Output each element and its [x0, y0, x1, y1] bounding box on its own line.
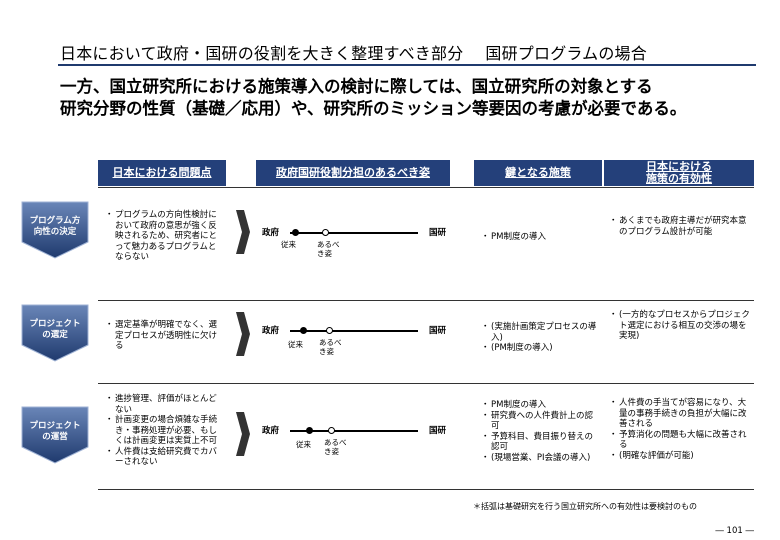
header-ideal: 政府国研役割分担のあるべき姿	[256, 160, 450, 186]
divider-bottom	[98, 489, 754, 490]
list-item: 選定基準が明確でなく、選定プロセスが透明性に欠ける	[105, 320, 224, 352]
row-label-project-selection: プロジェクトの選定	[20, 303, 90, 363]
header-key: 鍵となる施策	[474, 160, 602, 186]
list-item: (実施計画策定プロセスの導入)	[481, 322, 600, 343]
ideal-point	[322, 229, 329, 236]
current-point	[292, 229, 299, 236]
cap-current: 従来	[281, 240, 296, 249]
role-axis	[290, 330, 418, 332]
row3-effect: 人件費の手当てが容易になり、大量の事務手続きの負担が大幅に改善される 予算消化の…	[609, 398, 752, 462]
list-item: 予算科目、費目振り替えの認可	[481, 432, 600, 453]
list-item: PM制度の導入	[481, 400, 600, 411]
divider-1	[98, 300, 754, 301]
cap-current: 従来	[288, 340, 303, 349]
role-axis	[290, 430, 418, 432]
list-item: 予算消化の問題も大幅に改善される	[609, 430, 752, 451]
row1-problems: プログラムの方向性検討において政府の意思が強く反映されるため、研究者にとって魅力…	[105, 210, 224, 263]
list-item: (現場営業、PI会議の導入)	[481, 453, 600, 464]
row3-problems: 進捗管理、評価がほとんどない 計画変更の場合煩雑な手続き・事務処理が必要、もしく…	[105, 394, 224, 468]
header-problems: 日本における問題点	[98, 160, 226, 186]
row2-role-line: 政府 国研 従来 あるべき姿	[262, 326, 446, 356]
row1-role-line: 政府 国研 従来 あるべき姿	[262, 228, 446, 258]
page-title: 日本において政府・国研の役割を大きく整理すべき部分 国研プログラムの場合	[60, 40, 647, 64]
arrow-right-icon	[236, 312, 250, 356]
list-item: あくまでも政府主導だが研究本意のプログラム設計が可能	[609, 216, 752, 237]
row2-effect: (一方的なプロセスからプロジェクト選定における相互の交渉の場を実現)	[609, 310, 752, 342]
arrow-right-icon	[236, 412, 250, 456]
lead-text: 一方、国立研究所における施策導入の検討に際しては、国立研究所の対象とする 研究分…	[60, 76, 686, 120]
ideal-point	[328, 427, 335, 434]
row-label-program-direction: プログラム方向性の決定	[20, 200, 90, 260]
list-item: (PM制度の導入)	[481, 343, 600, 354]
list-item: 研究費への人件費計上の認可	[481, 411, 600, 432]
row-label-chevron	[21, 201, 89, 259]
row-label-project-operation: プロジェクトの運営	[20, 405, 90, 465]
list-item: 計画変更の場合煩雑な手続き・事務処理が必要、もしくは計画変更は実質上不可	[105, 415, 224, 447]
list-item: プログラムの方向性検討において政府の意思が強く反映されるため、研究者にとって魅力…	[105, 210, 224, 263]
list-item: 進捗管理、評価がほとんどない	[105, 394, 224, 415]
role-axis	[290, 232, 418, 234]
list-item: (一方的なプロセスからプロジェクト選定における相互の交渉の場を実現)	[609, 310, 752, 342]
row1-effect: あくまでも政府主導だが研究本意のプログラム設計が可能	[609, 216, 752, 237]
ideal-point	[326, 327, 333, 334]
lead-line-1: 一方、国立研究所における施策導入の検討に際しては、国立研究所の対象とする	[60, 77, 653, 96]
cap-ideal: あるべき姿	[317, 240, 340, 258]
row2-problems: 選定基準が明確でなく、選定プロセスが透明性に欠ける	[105, 320, 224, 352]
divider-top	[98, 187, 754, 188]
cap-ideal: あるべき姿	[319, 338, 342, 356]
current-point	[300, 327, 307, 334]
header-effect: 日本における 施策の有効性	[604, 160, 754, 186]
row3-role-line: 政府 国研 従来 あるべき姿	[262, 426, 446, 456]
title-sub: 国研プログラムの場合	[485, 44, 647, 63]
row3-key: PM制度の導入 研究費への人件費計上の認可 予算科目、費目振り替えの認可 (現場…	[481, 400, 600, 464]
cap-current: 従来	[296, 440, 311, 449]
list-item: 人件費の手当てが容易になり、大量の事務手続きの負担が大幅に改善される	[609, 398, 752, 430]
row-label-chevron	[21, 406, 89, 464]
arrow-right-icon	[236, 210, 250, 254]
list-item: PM制度の導入	[481, 232, 600, 243]
list-item: 人件費は支給研究費でカバーされない	[105, 447, 224, 468]
row-label-chevron	[21, 304, 89, 362]
footnote: ＊括弧は基礎研究を行う国立研究所への有効性は要検討のもの	[473, 502, 697, 511]
cap-ideal: あるべき姿	[324, 438, 347, 456]
title-main: 日本において政府・国研の役割を大きく整理すべき部分	[60, 44, 464, 63]
lead-line-2: 研究分野の性質（基礎／応用）や、研究所のミッション等要因の考慮が必要である。	[60, 99, 687, 118]
current-point	[306, 427, 313, 434]
list-item: (明確な評価が可能)	[609, 451, 752, 462]
title-rule	[58, 64, 756, 66]
page-number: ― 101 ―	[715, 526, 754, 536]
divider-2	[98, 383, 754, 384]
row1-key: PM制度の導入	[481, 232, 600, 243]
row2-key: (実施計画策定プロセスの導入) (PM制度の導入)	[481, 322, 600, 354]
